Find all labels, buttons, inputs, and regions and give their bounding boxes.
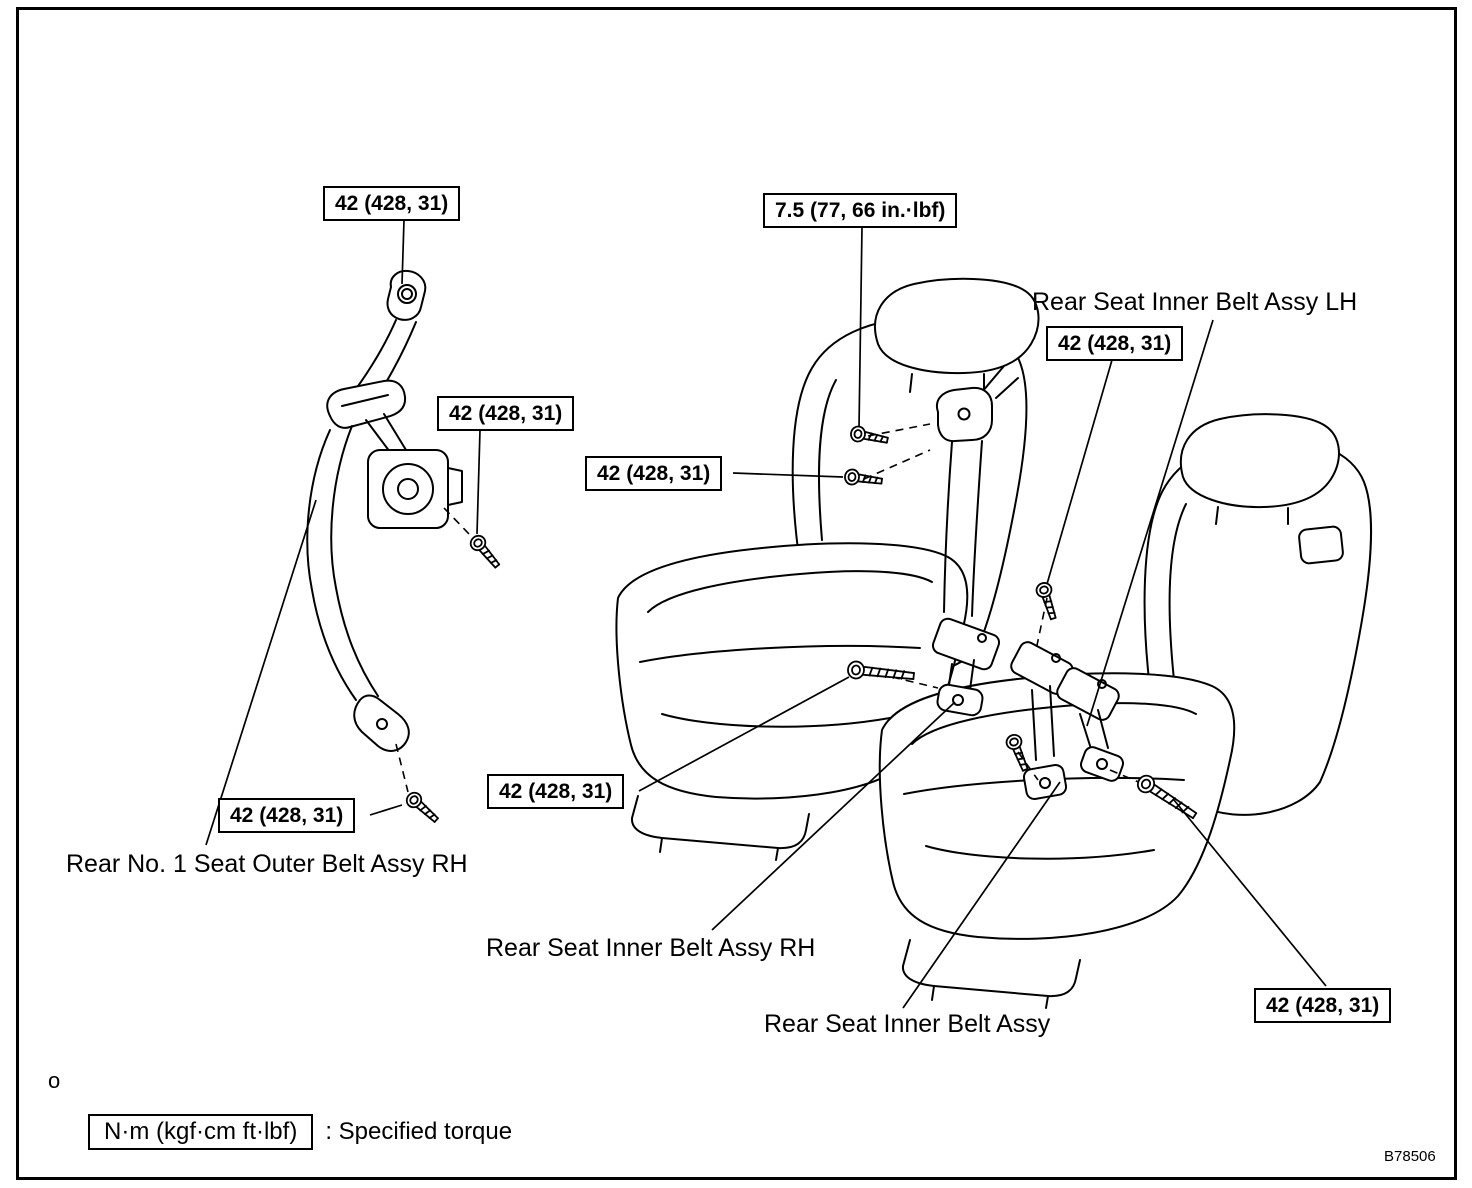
dashed-assembly-lines [395, 423, 1149, 793]
torque-callout-box: 42 (428, 31) [218, 798, 356, 834]
torque-callout-box: 42 (428, 31) [585, 456, 723, 492]
torque-callout-box: 7.5 (77, 66 in.·lbf) [763, 193, 958, 229]
torque-value: 42 (428, 31) [499, 780, 613, 803]
bolt-icon [466, 531, 504, 572]
torque-legend: N·m (kgf·cm ft·lbf) : Specified torque [88, 1114, 512, 1150]
torque-callout-box: 42 (428, 31) [1046, 326, 1184, 362]
torque-legend-description: : Specified torque [325, 1118, 513, 1145]
torque-callout-box: 42 (428, 31) [437, 396, 575, 432]
inner-belt-hardware-drawing [931, 365, 1124, 800]
torque-callout-box: 42 (428, 31) [487, 774, 625, 810]
torque-value: 42 (428, 31) [449, 402, 563, 425]
stray-mark: o [48, 1068, 61, 1093]
figure-reference-code: B78506 [1384, 1148, 1436, 1165]
part-label-inner-belt-lh: Rear Seat Inner Belt Assy LH [1032, 288, 1358, 316]
bolt-icon [402, 788, 443, 827]
page-border [16, 7, 1457, 1180]
torque-value: 42 (428, 31) [335, 192, 449, 215]
torque-value: 7.5 (77, 66 in.·lbf) [775, 199, 946, 222]
torque-callout-box: 42 (428, 31) [323, 186, 461, 222]
part-label-outer-belt-rh: Rear No. 1 Seat Outer Belt Assy RH [66, 850, 468, 878]
bolt-icon [1033, 580, 1062, 622]
torque-unit-box: N·m (kgf·cm ft·lbf) [88, 1114, 314, 1150]
torque-value: 42 (428, 31) [230, 804, 344, 827]
leader-lines [205, 219, 1327, 1009]
outer-belt-assembly-drawing [306, 269, 463, 752]
part-label-inner-belt-rh: Rear Seat Inner Belt Assy RH [486, 934, 816, 962]
torque-callout-box: 42 (428, 31) [1254, 988, 1392, 1024]
torque-value: 42 (428, 31) [597, 462, 711, 485]
part-label-inner-belt: Rear Seat Inner Belt Assy [764, 1010, 1051, 1038]
torque-value: 42 (428, 31) [1266, 994, 1380, 1017]
torque-value: 42 (428, 31) [1058, 332, 1172, 355]
